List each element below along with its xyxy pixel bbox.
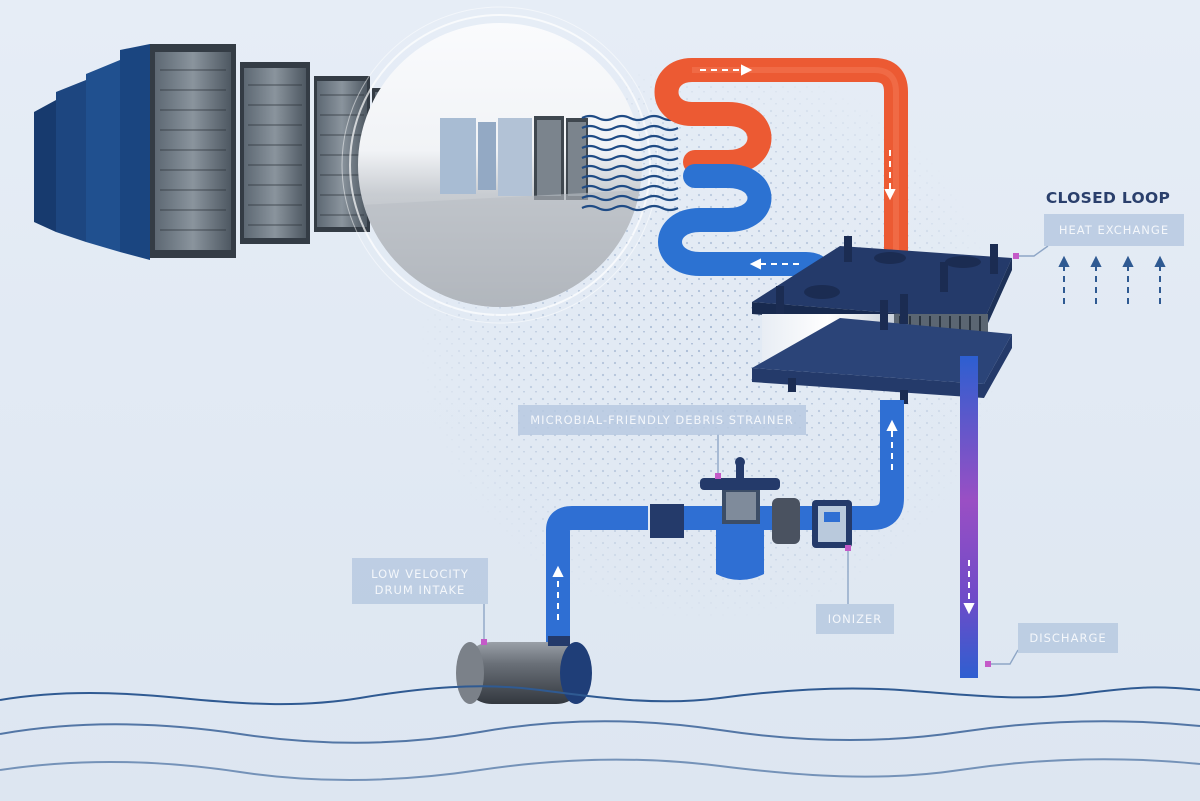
heat-exchanger	[752, 236, 1012, 404]
svg-text:IONIZER: IONIZER	[828, 612, 883, 626]
hot-loop-pipe	[654, 58, 908, 268]
diagram-title: CLOSED LOOP	[1046, 189, 1170, 207]
svg-text:LOW VELOCITY: LOW VELOCITY	[371, 567, 469, 581]
label-debris-strainer: MICROBIAL-FRIENDLY DEBRIS STRAINER	[518, 405, 806, 435]
heat-waves	[581, 114, 679, 212]
data-hall-circle	[341, 6, 659, 324]
label-heat-exchange: HEAT EXCHANGE	[1044, 214, 1184, 246]
svg-text:MICROBIAL-FRIENDLY DEBRIS STRA: MICROBIAL-FRIENDLY DEBRIS STRAINER	[530, 413, 793, 427]
callout-leaders	[483, 245, 1049, 665]
svg-text:DRUM INTAKE: DRUM INTAKE	[375, 583, 466, 597]
label-drum-intake: LOW VELOCITY DRUM INTAKE	[352, 558, 488, 604]
drum-intake	[456, 636, 592, 704]
discharge-pipe	[960, 356, 978, 678]
water-surface	[0, 685, 1200, 782]
debris-strainer	[650, 457, 800, 580]
label-discharge: DISCHARGE	[1018, 623, 1118, 653]
svg-text:HEAT EXCHANGE: HEAT EXCHANGE	[1059, 223, 1169, 237]
ionizer	[812, 500, 852, 548]
callout-dots	[481, 253, 1019, 667]
svg-text:DISCHARGE: DISCHARGE	[1029, 631, 1106, 645]
label-ionizer: IONIZER	[816, 604, 894, 634]
heat-exchange-arrows	[1058, 255, 1166, 304]
